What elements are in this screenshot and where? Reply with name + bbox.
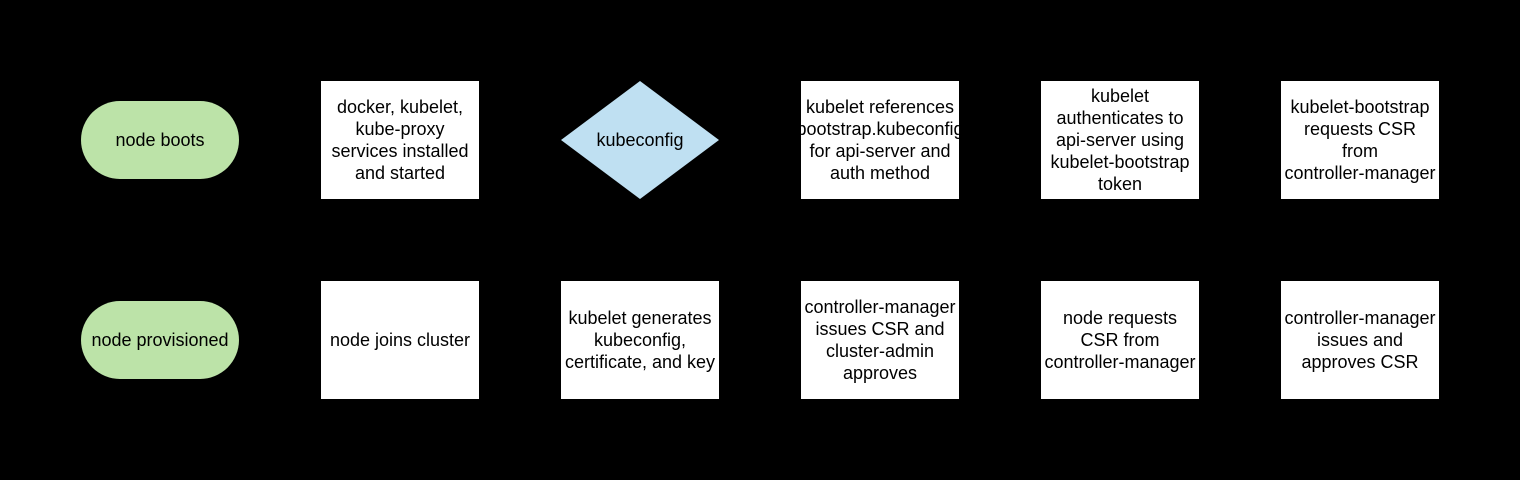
process-kubelet-generates-kubeconfig: kubelet generates kubeconfig, certificat… <box>561 281 719 399</box>
node-label: controller-manager issues CSR and cluste… <box>804 297 956 383</box>
node-label: kubelet generates kubeconfig, certificat… <box>564 308 716 372</box>
decision-kubeconfig: kubeconfig <box>561 81 719 199</box>
process-services-installed: docker, kubelet, kube-proxy services ins… <box>321 81 479 199</box>
terminal-node-boots: node boots <box>81 101 239 179</box>
node-label: node boots <box>115 130 205 150</box>
node-label: kubelet references bootstrap.kubeconfig … <box>801 97 959 183</box>
process-controller-manager-issues-csr-cluster-admin-approves: controller-manager issues CSR and cluste… <box>801 281 959 399</box>
terminal-node-provisioned: node provisioned <box>81 301 239 379</box>
node-label: kubeconfig <box>596 130 684 150</box>
process-node-joins-cluster: node joins cluster <box>321 281 479 399</box>
node-label: kubelet-bootstrap requests CSR from cont… <box>1284 97 1436 183</box>
process-controller-manager-issues-approves-csr: controller-manager issues and approves C… <box>1281 281 1439 399</box>
process-kubelet-references-bootstrap-kubeconfig: kubelet references bootstrap.kubeconfig … <box>801 81 959 199</box>
process-kubelet-authenticates-api-server: kubelet authenticates to api-server usin… <box>1041 81 1199 199</box>
process-kubelet-bootstrap-requests-csr: kubelet-bootstrap requests CSR from cont… <box>1281 81 1439 199</box>
node-label: kubelet authenticates to api-server usin… <box>1050 86 1190 194</box>
node-label: node joins cluster <box>329 330 471 350</box>
node-label: controller-manager issues and approves C… <box>1284 308 1436 372</box>
node-label: docker, kubelet, kube-proxy services ins… <box>331 97 469 183</box>
process-node-requests-csr: node requests CSR from controller-manage… <box>1041 281 1199 399</box>
node-label: node requests CSR from controller-manage… <box>1044 308 1196 372</box>
node-label: node provisioned <box>91 330 229 350</box>
